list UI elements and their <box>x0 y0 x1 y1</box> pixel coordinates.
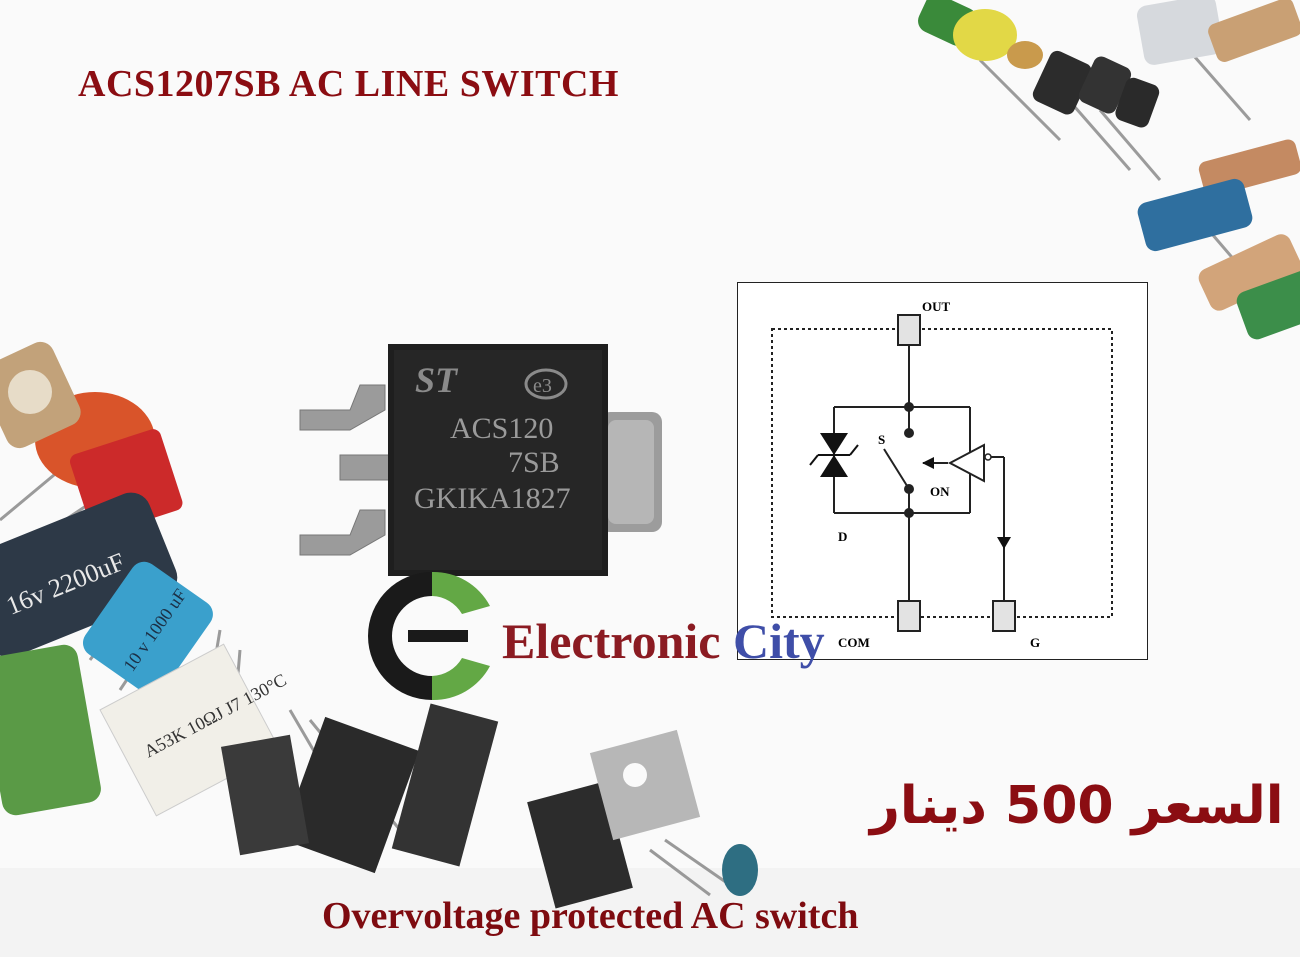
e3-mark: e3 <box>533 375 552 397</box>
page-title: ACS1207SB AC LINE SWITCH <box>78 63 619 105</box>
price-label: السعر 500 دينار <box>870 776 1284 836</box>
label-on: ON <box>930 484 950 499</box>
pin-out-label: OUT <box>922 299 951 314</box>
chip-marking-3: GKIKA1827 <box>414 482 571 515</box>
label-d: D <box>838 529 847 544</box>
pin-g-label: G <box>1030 635 1040 650</box>
pin-com-label: COM <box>838 635 870 650</box>
components-bottom-center-image <box>527 729 758 909</box>
brand-word-2: City <box>732 613 825 669</box>
ic-chip-photo: ST e3 ACS120 7SB GKIKA1827 <box>290 340 670 580</box>
components-bottom-left-image: 16v 2200uF 10 v 1000 uF A53K 10ΩJ J7 130… <box>0 341 499 874</box>
footer-band <box>0 868 1300 957</box>
product-subtitle: Overvoltage protected AC switch <box>322 895 859 937</box>
components-top-right-image <box>918 0 1300 340</box>
circuit-schematic: OUT D S ON COM <box>737 282 1148 660</box>
brand-name: Electronic City <box>502 612 825 670</box>
brand-word-1: Electronic <box>502 613 721 669</box>
chip-marking-2: 7SB <box>508 446 560 479</box>
electronic-city-logo <box>368 571 490 701</box>
st-logo: ST <box>415 360 459 400</box>
label-s: S <box>878 432 885 447</box>
chip-marking-1: ACS120 <box>450 412 553 445</box>
